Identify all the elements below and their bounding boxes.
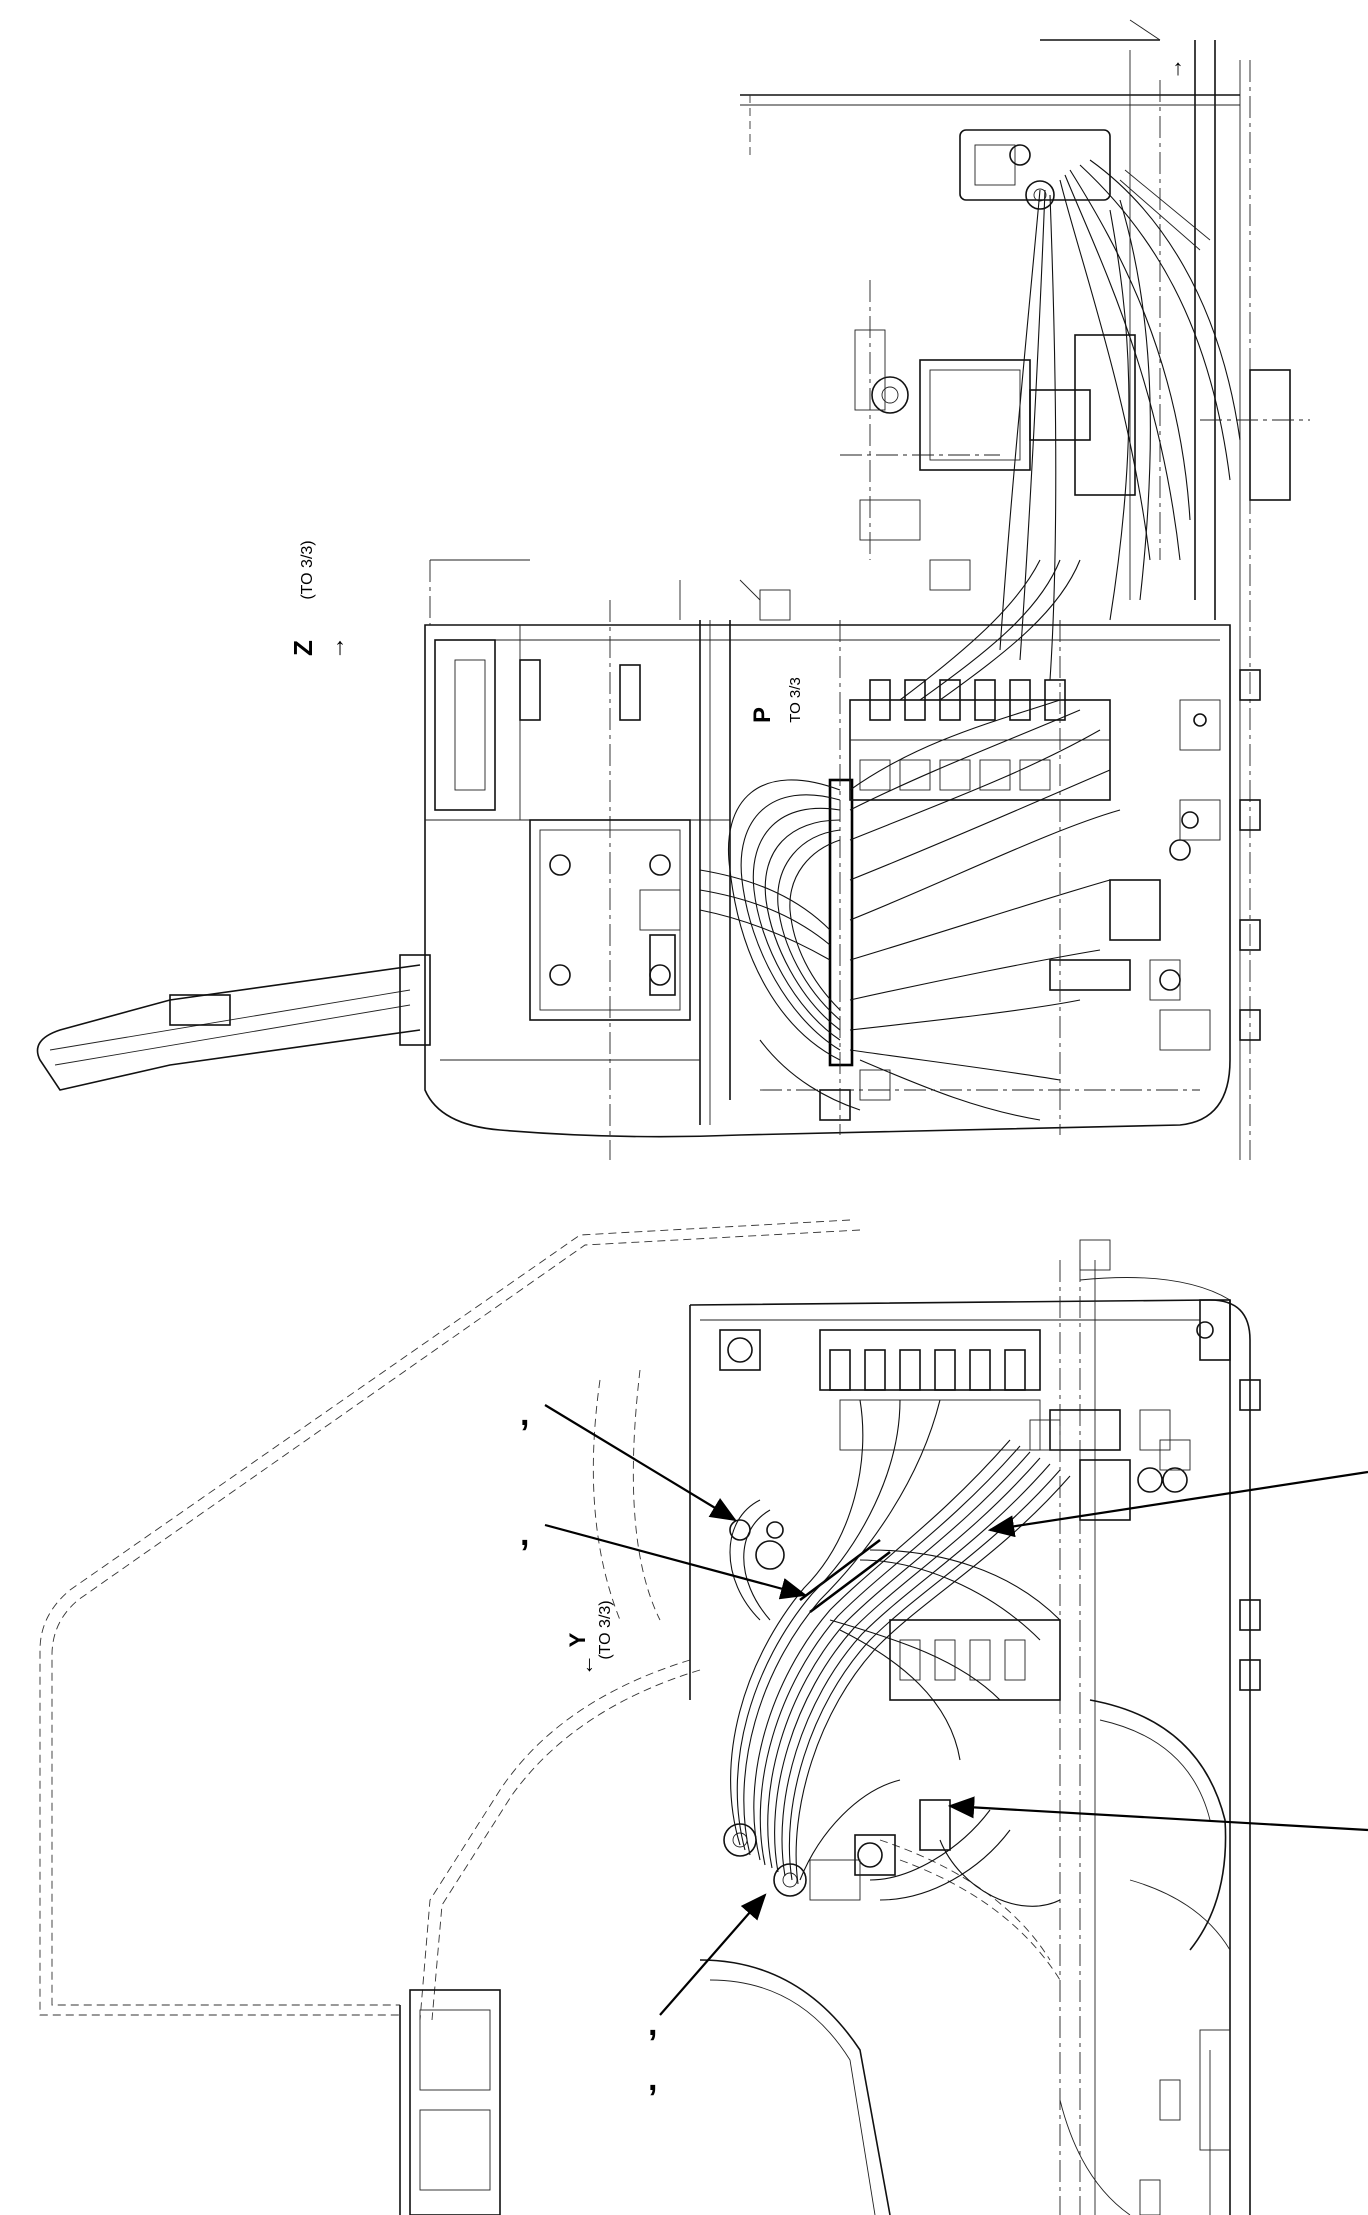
p-view-note: TO 3/3 <box>787 677 804 723</box>
pump-assembly <box>840 129 1310 591</box>
y-view-note: (TO 3/3) <box>597 1600 614 1659</box>
upper-pipe-run <box>999 159 1241 681</box>
direction-arrow-up: ↑ <box>1173 55 1184 80</box>
y-view-marker: Y <box>565 1632 590 1647</box>
upper-frame-rails <box>740 40 1251 1160</box>
leader-arrow-4 <box>947 1796 1368 1832</box>
leader-callout-comma-1: , <box>520 1395 529 1433</box>
leader-callout-comma-4: , <box>648 2060 657 2098</box>
lower-view <box>39 1219 1261 2215</box>
leader-arrow-5 <box>659 1893 767 2016</box>
leader-callout-comma-3: , <box>648 2005 657 2043</box>
sheet-reference-mark <box>1040 19 1161 41</box>
lower-valve-bank <box>723 1329 1191 1901</box>
upper-view <box>36 40 1310 1160</box>
p-view-marker: P <box>749 707 776 723</box>
view-labels: Z → (TO 3/3) P TO 3/3 Y ← (TO 3/3) , , ,… <box>288 55 1184 2098</box>
z-view-note: (TO 3/3) <box>299 540 316 599</box>
upper-housing <box>424 559 1231 1160</box>
leader-arrows <box>544 1404 1368 2016</box>
z-view-marker: Z <box>288 640 318 656</box>
y-view-arrow: ← <box>573 1654 598 1676</box>
leader-arrow-3 <box>987 1470 1368 1538</box>
upper-hose-bundle <box>699 559 1121 1121</box>
lower-housing <box>399 1239 1261 2215</box>
boom-outline <box>39 1219 861 2021</box>
upper-handle <box>36 954 431 1091</box>
z-view-arrow: → <box>323 636 350 660</box>
upper-valve-bank <box>760 620 1261 1135</box>
leader-arrow-1 <box>544 1404 737 1522</box>
lower-hose-bundle <box>729 1399 1071 1907</box>
leader-callout-comma-2: , <box>520 1515 529 1553</box>
leader-arrow-2 <box>544 1523 808 1600</box>
